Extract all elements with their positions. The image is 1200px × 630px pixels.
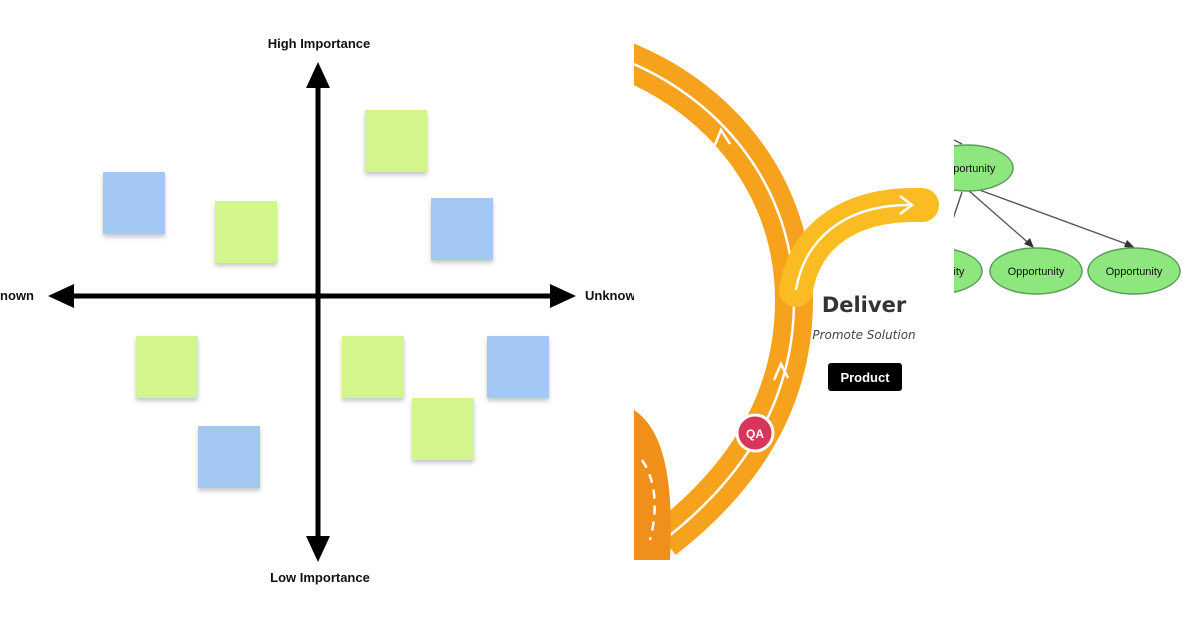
assumption-matrix: High Importance Low Importance Known Unk…	[0, 36, 634, 585]
axis-label-known: Known	[0, 288, 34, 303]
axis-arrow-down	[306, 536, 330, 562]
opportunity-tree: Opportunity Opportunity Opportunity Oppo…	[954, 0, 1200, 630]
sticky-note-blue	[487, 336, 549, 398]
flow-arrow-up-icon	[712, 127, 732, 148]
tree-edge	[973, 187, 1133, 247]
sticky-notes	[103, 110, 549, 488]
tree-root-label: Opportunity	[954, 163, 996, 175]
flow-track-loop-dash	[640, 459, 656, 541]
tree-edge	[954, 191, 963, 219]
tree-child-label: Opportunity	[1106, 266, 1163, 278]
sticky-note-green	[365, 110, 427, 172]
axis-arrow-up	[306, 62, 330, 88]
tree-edge	[954, 139, 963, 145]
tree-edge	[967, 189, 1033, 247]
product-tag-label: Product	[840, 370, 890, 385]
flow-track-branch-line	[794, 203, 910, 291]
sticky-note-blue	[198, 426, 260, 488]
tree-root-node: Opportunity	[954, 144, 1014, 192]
sticky-note-green	[136, 336, 198, 398]
tree-edge-arrow	[1124, 240, 1135, 248]
axis-arrow-right	[550, 284, 576, 308]
qa-marker: QA	[735, 413, 775, 453]
axis-label-low-importance: Low Importance	[270, 570, 370, 585]
stage-subtitle: Promote Solution	[812, 328, 915, 342]
tree-child-label: Opportunity	[1008, 266, 1065, 278]
tree-child-node: Opportunity	[1087, 247, 1181, 295]
sticky-note-green	[342, 336, 404, 398]
product-tag: Product	[828, 363, 902, 391]
axis-arrow-left	[48, 284, 74, 308]
flow-arrow-right-icon	[899, 195, 915, 215]
tree-child-label: Opportunity	[954, 266, 965, 278]
qa-marker-label: QA	[746, 427, 764, 441]
tree-child-node: Opportunity	[954, 249, 983, 293]
tree-child-node: Opportunity	[989, 247, 1083, 295]
sticky-note-green	[412, 398, 474, 460]
stage-title: Deliver	[822, 293, 907, 317]
axis-label-unknown: Unknown	[585, 288, 634, 303]
flow-arrow-up-icon-2	[772, 361, 790, 381]
axis-label-high-importance: High Importance	[268, 36, 371, 51]
delivery-flow: QA Deliver Promote Solution Product	[634, 0, 954, 630]
flow-track-branch	[779, 188, 939, 307]
sticky-note-green	[215, 201, 277, 263]
sticky-note-blue	[103, 172, 165, 234]
sticky-note-blue	[431, 198, 493, 260]
tree-edge-arrow	[1024, 238, 1034, 248]
flow-track-loop	[634, 410, 671, 560]
